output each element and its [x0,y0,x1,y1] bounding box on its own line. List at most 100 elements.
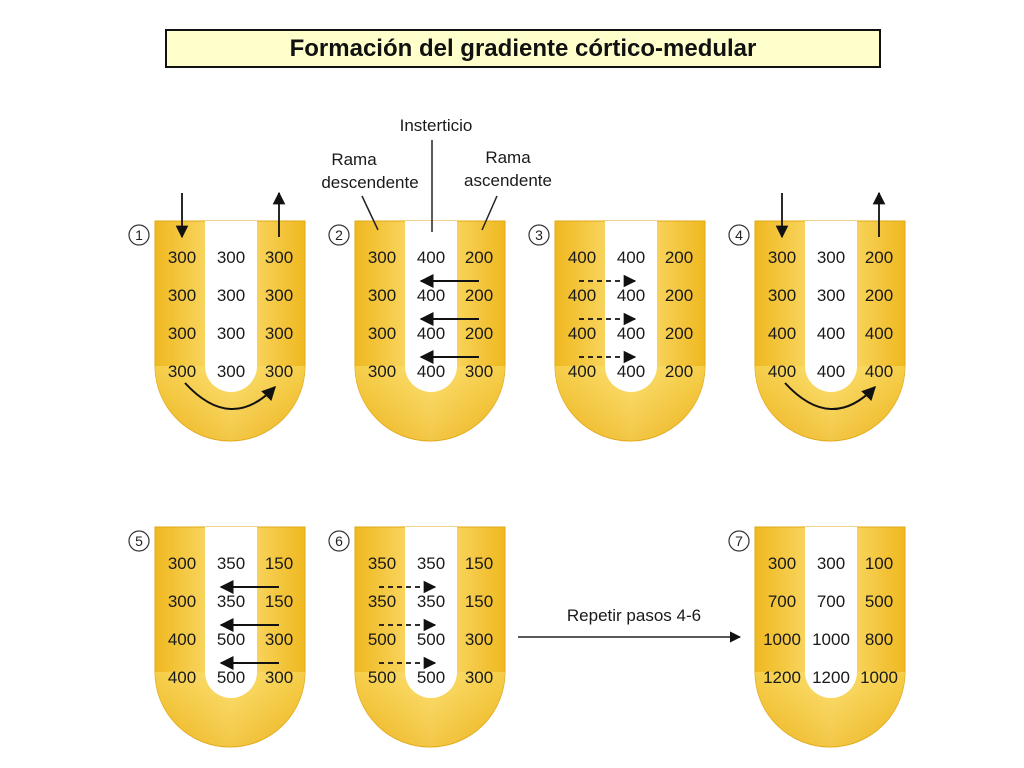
osmolarity-value: 400 [617,362,645,381]
rama-ascendente-pointer [481,195,498,231]
osmolarity-value: 400 [617,248,645,267]
interstitium-gap [405,527,457,698]
step-number-circle [528,224,550,246]
osmolarity-value: 1200 [763,668,801,687]
osmolarity-value: 400 [568,248,596,267]
step-number-circle [328,224,350,246]
osmolarity-value: 350 [417,554,445,573]
u-tube-bend [755,672,905,747]
osmolarity-value: 300 [168,362,196,381]
osmolarity-value: 150 [265,554,293,573]
interstitium-gap [405,221,457,392]
u-tube-bend [355,672,505,747]
osmolarity-value: 150 [465,592,493,611]
u-tube-bend [155,366,305,441]
step-number: 6 [335,533,343,549]
osmolarity-value: 350 [417,592,445,611]
u-tube-bend [555,366,705,441]
osmolarity-value: 400 [768,362,796,381]
osmolarity-value: 400 [768,324,796,343]
osmolarity-value: 1000 [812,630,850,649]
osmolarity-value: 500 [217,668,245,687]
u-tube-bend [155,672,305,747]
osmolarity-value: 400 [617,324,645,343]
osmolarity-value: 300 [368,362,396,381]
step-number-circle [128,530,150,552]
osmolarity-value: 500 [417,630,445,649]
osmolarity-value: 300 [768,248,796,267]
osmolarity-value: 100 [865,554,893,573]
osmolarity-value: 700 [768,592,796,611]
bend-flow-arrow [784,382,876,410]
osmolarity-value: 300 [817,286,845,305]
rama-descendente-label-line1: Rama [331,150,377,169]
rama-ascendente-label-line2: ascendente [464,171,552,190]
osmolarity-value: 300 [465,630,493,649]
interstitium-gap [605,221,657,392]
osmolarity-value: 350 [368,554,396,573]
osmolarity-value: 300 [465,362,493,381]
title-box: Formación del gradiente córtico-medular [165,29,881,68]
osmolarity-value: 400 [168,668,196,687]
osmolarity-value: 300 [817,554,845,573]
osmolarity-value: 800 [865,630,893,649]
osmolarity-value: 300 [217,324,245,343]
osmolarity-value: 150 [265,592,293,611]
osmolarity-value: 300 [368,286,396,305]
osmolarity-value: 150 [465,554,493,573]
osmolarity-value: 500 [865,592,893,611]
osmolarity-value: 400 [817,324,845,343]
osmolarity-value: 400 [568,324,596,343]
interstitium-gap [805,527,857,698]
osmolarity-value: 400 [865,324,893,343]
osmolarity-value: 300 [265,324,293,343]
osmolarity-value: 200 [665,324,693,343]
step-number-circle [328,530,350,552]
step-number-circle [728,224,750,246]
osmolarity-value: 700 [817,592,845,611]
osmolarity-value: 300 [368,248,396,267]
osmolarity-value: 200 [465,324,493,343]
step-number: 2 [335,227,343,243]
osmolarity-value: 400 [417,324,445,343]
osmolarity-value: 300 [168,248,196,267]
osmolarity-value: 200 [665,286,693,305]
osmolarity-value: 400 [417,362,445,381]
step-number: 4 [735,227,743,243]
osmolarity-value: 350 [368,592,396,611]
osmolarity-value: 200 [465,286,493,305]
osmolarity-value: 300 [168,286,196,305]
rama-ascendente-label-line1: Rama [485,148,531,167]
u-tube-bend [355,366,505,441]
rama-descendente-label-line2: descendente [321,173,418,192]
osmolarity-value: 500 [217,630,245,649]
interstitium-gap [205,527,257,698]
u-tube-bend [755,366,905,441]
osmolarity-value: 400 [568,286,596,305]
osmolarity-value: 400 [417,248,445,267]
osmolarity-value: 300 [168,554,196,573]
osmolarity-value: 300 [368,324,396,343]
osmolarity-value: 1000 [860,668,898,687]
step-number: 5 [135,533,143,549]
osmolarity-value: 400 [417,286,445,305]
osmolarity-value: 300 [265,286,293,305]
interstitium-gap [205,221,257,392]
osmolarity-value: 400 [865,362,893,381]
osmolarity-value: 1000 [763,630,801,649]
osmolarity-value: 200 [865,286,893,305]
osmolarity-value: 200 [865,248,893,267]
osmolarity-value: 300 [465,668,493,687]
intersticio-label: Insterticio [400,116,473,135]
osmolarity-value: 200 [665,362,693,381]
osmolarity-value: 200 [465,248,493,267]
osmolarity-value: 300 [817,248,845,267]
osmolarity-value: 300 [265,362,293,381]
osmolarity-value: 500 [368,668,396,687]
osmolarity-value: 300 [265,668,293,687]
